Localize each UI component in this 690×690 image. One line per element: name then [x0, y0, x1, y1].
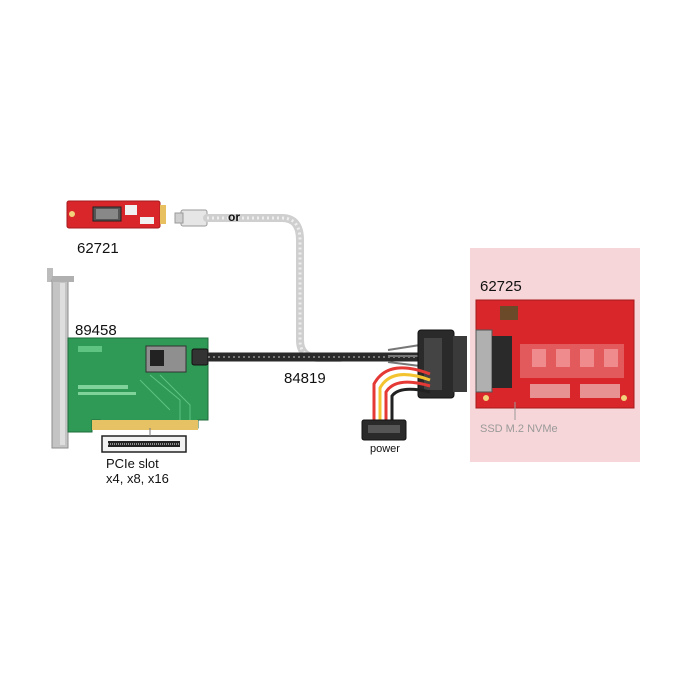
ssd-caption: SSD M.2 NVMe [480, 423, 558, 435]
power-wires [372, 366, 431, 420]
sata-power-connector [361, 419, 407, 441]
pcie-slot-icon [101, 435, 187, 453]
pcie-card-code: 89458 [75, 322, 117, 339]
white-cable [203, 214, 344, 362]
pcie-slot-line2: x4, x8, x16 [106, 471, 169, 486]
white-cable-plug [174, 209, 208, 227]
power-label: power [370, 443, 400, 455]
pcie-slot-line1: PCIe slot [106, 456, 159, 471]
pcie-card [67, 337, 209, 433]
or-label: or [228, 210, 240, 224]
pcie-slot-caption: PCIe slot x4, x8, x16 [106, 456, 169, 486]
cable-code: 84819 [284, 370, 326, 387]
m2-adapter-card [66, 200, 166, 229]
u2-connector [417, 329, 467, 399]
pcie-bracket [47, 268, 74, 449]
m2-card-code: 62721 [77, 240, 119, 257]
black-sff-cable [191, 348, 420, 366]
u2-adapter-board [475, 299, 635, 409]
u2-adapter-code: 62725 [480, 278, 522, 295]
